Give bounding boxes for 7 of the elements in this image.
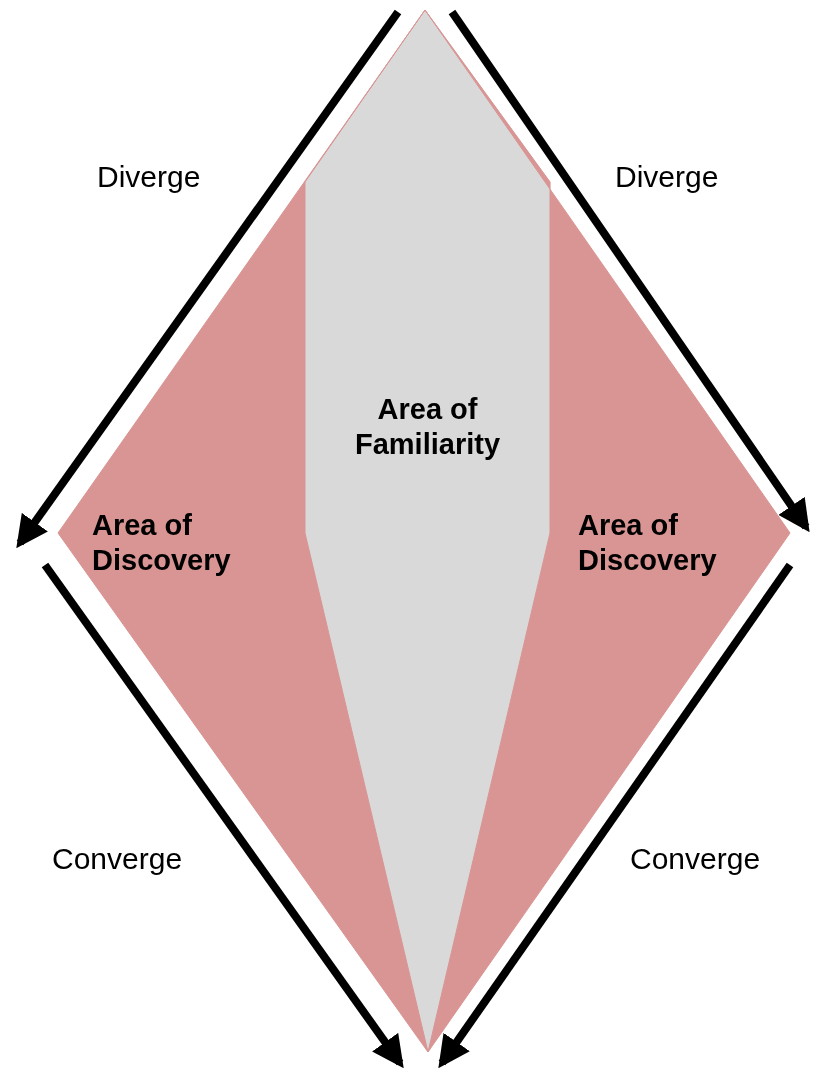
direction-label: Converge [52,842,183,876]
region-label: Area of Discovery [92,508,232,579]
direction-label: Diverge [97,160,201,194]
direction-label: Diverge [615,160,719,194]
region-label: Area of Discovery [578,508,718,579]
region-label: Area of Familiarity [353,392,502,463]
direction-label: Converge [630,842,761,876]
